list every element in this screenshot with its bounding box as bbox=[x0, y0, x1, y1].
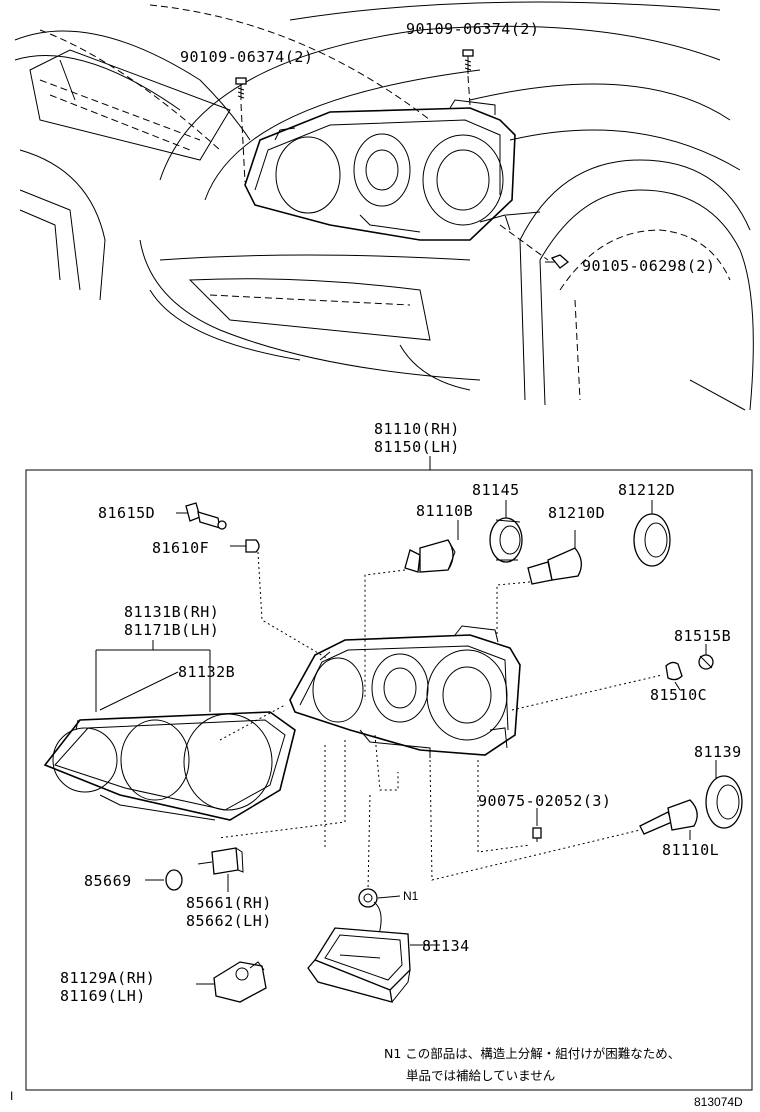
ring-81139-icon bbox=[705, 760, 743, 829]
label-81169-lh: 81169(LH) bbox=[60, 987, 146, 1005]
cap-81145-icon bbox=[489, 500, 523, 563]
label-81139: 81139 bbox=[694, 743, 742, 761]
screw-90075-icon bbox=[532, 808, 542, 842]
bulb-81110b-icon bbox=[364, 520, 459, 700]
note-line-1: N1 この部品は、構造上分解・組付けが困難なため、 bbox=[384, 1046, 680, 1061]
leader bbox=[505, 211, 541, 216]
label-81515b: 81515B bbox=[674, 627, 731, 645]
label-81615d: 81615D bbox=[98, 504, 155, 522]
label-81110b: 81110B bbox=[416, 502, 473, 520]
bolt-right-icon bbox=[462, 49, 474, 106]
leader bbox=[217, 740, 346, 839]
bulb-81110l-icon bbox=[639, 799, 698, 840]
leader bbox=[219, 704, 286, 741]
label-81210d: 81210D bbox=[548, 504, 605, 522]
label-81212d: 81212D bbox=[618, 481, 675, 499]
leader bbox=[367, 794, 371, 891]
assembly-box bbox=[25, 469, 753, 1091]
lens-bracket bbox=[95, 640, 211, 712]
label-n1: N1 bbox=[403, 889, 419, 903]
socket-81515b-icon bbox=[698, 644, 714, 670]
label-81134: 81134 bbox=[422, 937, 470, 955]
label-assembly-lh: 81150(LH) bbox=[374, 438, 460, 456]
corner-mark: I bbox=[10, 1089, 13, 1103]
headlamp-housing-icon bbox=[289, 625, 521, 758]
label-85662-lh: 85662(LH) bbox=[186, 912, 272, 930]
bolt-left-icon bbox=[235, 77, 247, 183]
cap-81212d-icon bbox=[633, 500, 671, 567]
label-81129a-rh: 81129A(RH) bbox=[60, 969, 155, 987]
igniter-85661-icon bbox=[197, 847, 244, 892]
headlamp-installed bbox=[244, 99, 516, 241]
label-85661-rh: 85661(RH) bbox=[186, 894, 272, 912]
note-line-2: 単品では補給していません bbox=[406, 1068, 555, 1083]
label-bolt-right: 90109-06374(2) bbox=[406, 20, 539, 38]
label-81145: 81145 bbox=[472, 481, 520, 499]
label-81132b: 81132B bbox=[178, 663, 235, 681]
connector-n1-icon bbox=[358, 888, 401, 956]
bulb-81510c-icon bbox=[665, 661, 683, 681]
label-90075: 90075-02052(3) bbox=[478, 792, 611, 810]
bulb-81610f-icon bbox=[230, 539, 331, 661]
label-assembly-rh: 81110(RH) bbox=[374, 420, 460, 438]
label-85669: 85669 bbox=[84, 872, 132, 890]
bulb-81210d-icon bbox=[496, 530, 582, 640]
gasket-leader bbox=[99, 671, 179, 711]
label-bolt-left: 90109-06374(2) bbox=[180, 48, 313, 66]
leader bbox=[511, 674, 663, 711]
label-81131b-rh: 81131B(RH) bbox=[124, 603, 219, 621]
label-81610f: 81610F bbox=[152, 539, 209, 557]
label-81171b-lh: 81171B(LH) bbox=[124, 621, 219, 639]
lens-cover-icon bbox=[43, 711, 296, 821]
label-81510c: 81510C bbox=[650, 686, 707, 704]
drawing-number: 813074D bbox=[694, 1095, 743, 1109]
actuator-81129a-icon bbox=[196, 961, 267, 1003]
oring-85669-icon bbox=[145, 869, 183, 891]
vehicle-outline bbox=[14, 1, 754, 411]
ballast-81134-icon bbox=[307, 927, 440, 1003]
screw-right-icon bbox=[499, 224, 570, 269]
socket-81615d-icon bbox=[176, 502, 227, 530]
label-screw-right: 90105-06298(2) bbox=[582, 257, 715, 275]
label-81110l: 81110L bbox=[662, 841, 719, 859]
leader bbox=[674, 681, 681, 691]
leader bbox=[477, 760, 531, 853]
leader bbox=[429, 759, 641, 881]
